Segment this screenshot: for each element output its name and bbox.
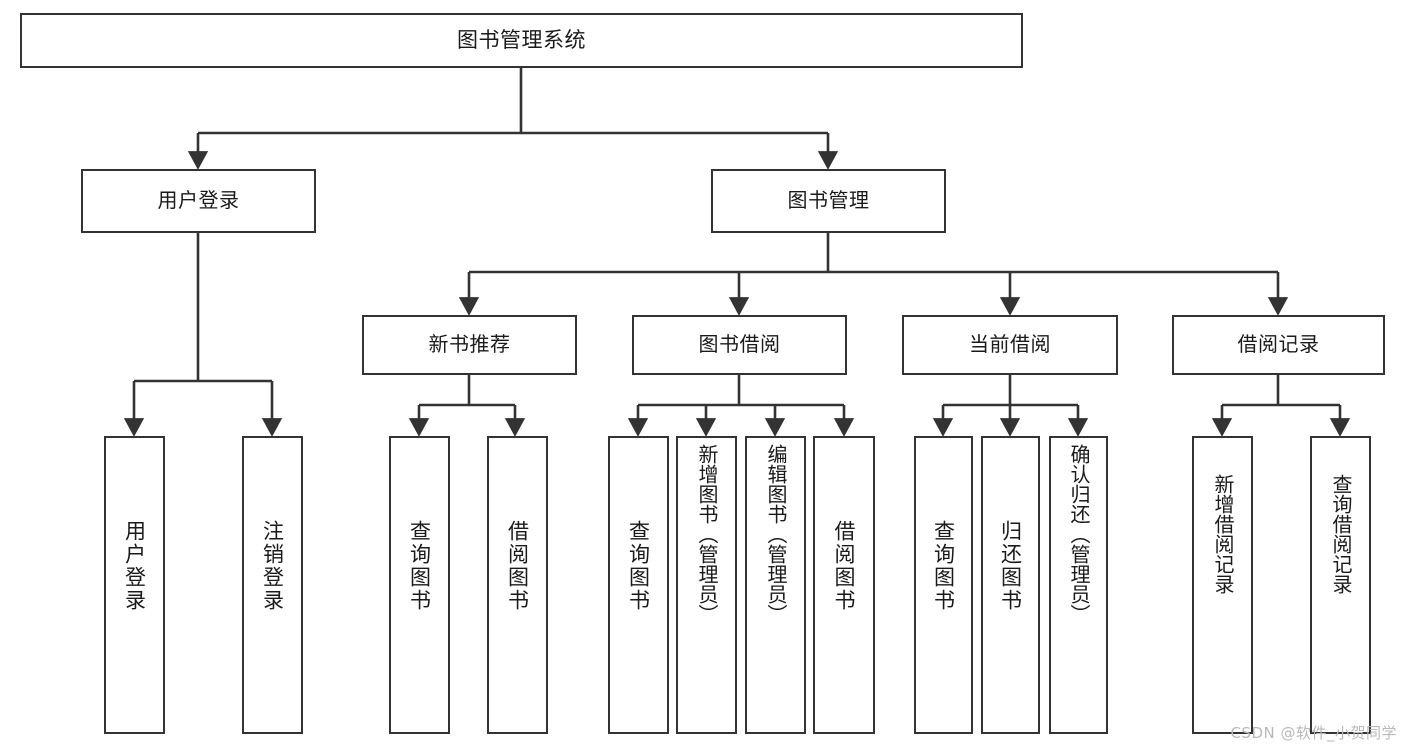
- csdn-watermark: CSDN @软件_小贺同学: [1230, 724, 1397, 742]
- node-user-login[interactable]: 用户登录: [81, 169, 316, 233]
- leaf-add-book[interactable]: 新增图书（管理员）: [676, 436, 737, 734]
- leaf-query-book-current[interactable]: 查询图书: [914, 436, 973, 734]
- leaf-borrow-book-recommend-label: 借阅图书: [505, 520, 530, 612]
- leaf-query-book-recommend[interactable]: 查询图书: [389, 436, 450, 734]
- node-borrow-record-label: 借阅记录: [1237, 332, 1320, 357]
- node-borrow-record[interactable]: 借阅记录: [1172, 315, 1385, 375]
- leaf-edit-book-label: 编辑图书（管理员）: [764, 444, 788, 624]
- leaf-query-borrow-record-label: 查询借阅记录: [1329, 474, 1353, 594]
- leaf-query-book-borrow-label: 查询图书: [626, 520, 651, 612]
- leaf-borrow-book-recommend[interactable]: 借阅图书: [487, 436, 548, 734]
- leaf-add-borrow-record-label: 新增借阅记录: [1211, 474, 1235, 594]
- leaf-query-borrow-record[interactable]: 查询借阅记录: [1310, 436, 1371, 734]
- node-book-management[interactable]: 图书管理: [711, 169, 946, 233]
- node-book-borrow[interactable]: 图书借阅: [632, 315, 847, 375]
- node-book-management-label: 图书管理: [787, 188, 870, 213]
- leaf-add-borrow-record[interactable]: 新增借阅记录: [1192, 436, 1253, 734]
- leaf-borrow-book-borrow-label: 借阅图书: [832, 520, 857, 612]
- leaf-query-book-current-label: 查询图书: [931, 520, 956, 612]
- node-root-system[interactable]: 图书管理系统: [20, 13, 1023, 68]
- leaf-borrow-book-borrow[interactable]: 借阅图书: [813, 436, 875, 734]
- node-new-book-recommend-label: 新书推荐: [428, 332, 511, 357]
- leaf-user-login-label: 用户登录: [122, 520, 147, 612]
- leaf-return-book[interactable]: 归还图书: [981, 436, 1040, 734]
- leaf-query-book-recommend-label: 查询图书: [407, 520, 432, 612]
- node-current-borrow-label: 当前借阅: [969, 332, 1051, 357]
- node-user-login-label: 用户登录: [157, 188, 240, 213]
- leaf-user-login[interactable]: 用户登录: [104, 436, 165, 734]
- leaf-confirm-return-label: 确认归还（管理员）: [1067, 444, 1091, 624]
- node-root-system-label: 图书管理系统: [457, 28, 586, 53]
- leaf-confirm-return[interactable]: 确认归还（管理员）: [1049, 436, 1108, 734]
- leaf-add-book-label: 新增图书（管理员）: [695, 444, 719, 624]
- leaf-return-book-label: 归还图书: [998, 520, 1023, 612]
- node-new-book-recommend[interactable]: 新书推荐: [362, 315, 577, 375]
- node-book-borrow-label: 图书借阅: [698, 332, 781, 357]
- leaf-user-logout-label: 注销登录: [260, 520, 285, 612]
- leaf-user-logout[interactable]: 注销登录: [242, 436, 303, 734]
- leaf-edit-book[interactable]: 编辑图书（管理员）: [745, 436, 806, 734]
- node-current-borrow[interactable]: 当前借阅: [902, 315, 1118, 375]
- leaf-query-book-borrow[interactable]: 查询图书: [608, 436, 669, 734]
